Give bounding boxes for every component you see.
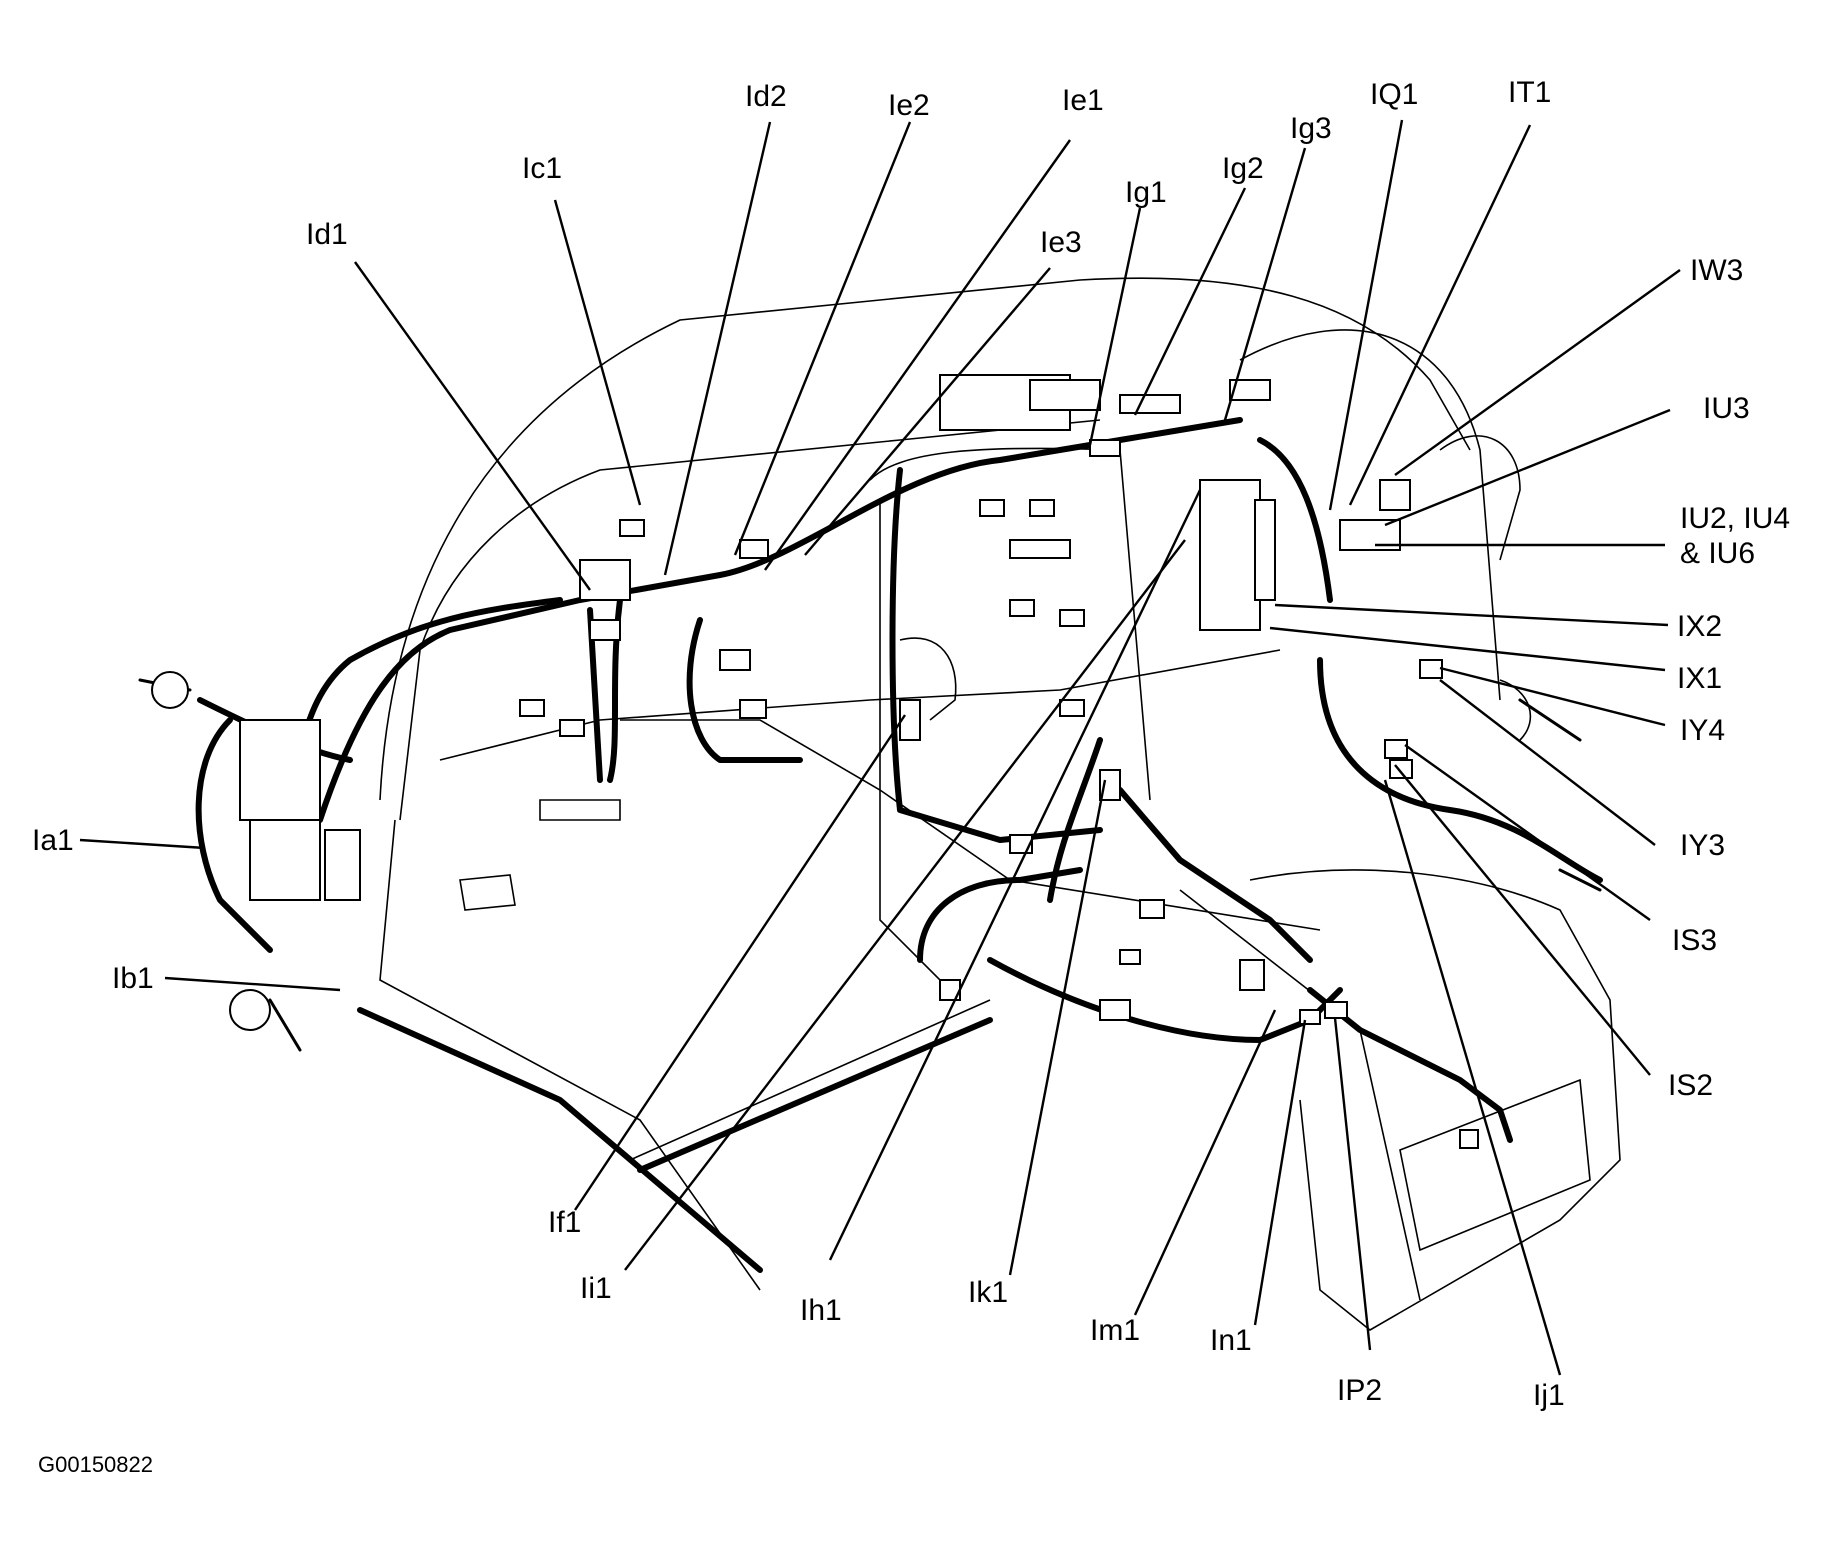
callout-IU6: & IU6 <box>1680 537 1755 570</box>
callout-IS2: IS2 <box>1668 1069 1713 1102</box>
callout-Ie2: Ie2 <box>888 89 930 122</box>
callout-Id1: Id1 <box>306 218 348 251</box>
callout-Ib1: Ib1 <box>112 962 154 995</box>
figure-code: G00150822 <box>38 1452 153 1477</box>
callout-If1: If1 <box>548 1206 581 1239</box>
connector-blocks <box>151 374 1479 1149</box>
callout-Im1: Im1 <box>1090 1314 1140 1347</box>
callout-Ih1: Ih1 <box>800 1294 842 1327</box>
callout-IW3: IW3 <box>1690 254 1743 287</box>
callout-IU2-IU4: IU2, IU4 <box>1680 502 1790 535</box>
callout-Ig3: Ig3 <box>1290 112 1332 145</box>
callout-Ie1: Ie1 <box>1062 84 1104 117</box>
callout-IY4: IY4 <box>1680 714 1725 747</box>
callout-In1: In1 <box>1210 1324 1252 1357</box>
callout-Ig2: Ig2 <box>1222 152 1264 185</box>
callout-IX1: IX1 <box>1677 662 1722 695</box>
callout-Ig1: Ig1 <box>1125 176 1167 209</box>
callout-IP2: IP2 <box>1337 1374 1382 1407</box>
callout-labels: Ia1 Ib1 Ic1 Id1 Id2 Ie1 Ie2 Ie3 If1 Ig1 … <box>32 76 1790 1412</box>
callout-Id2: Id2 <box>745 80 787 113</box>
callout-IU3: IU3 <box>1703 392 1750 425</box>
callout-Ie3: Ie3 <box>1040 226 1082 259</box>
callout-Ia1: Ia1 <box>32 824 74 857</box>
vehicle-body-outline <box>379 277 1621 1331</box>
callout-Ii1: Ii1 <box>580 1272 612 1305</box>
callout-Ik1: Ik1 <box>968 1276 1008 1309</box>
callout-IS3: IS3 <box>1672 924 1717 957</box>
callout-IT1: IT1 <box>1508 76 1551 109</box>
wire-harness <box>138 417 1603 1273</box>
callout-IY3: IY3 <box>1680 829 1725 862</box>
leader-lines <box>79 119 1681 1376</box>
callout-Ij1: Ij1 <box>1533 1379 1565 1412</box>
callout-IX2: IX2 <box>1677 610 1722 643</box>
callout-Ic1: Ic1 <box>522 152 562 185</box>
callout-IQ1: IQ1 <box>1370 78 1418 111</box>
